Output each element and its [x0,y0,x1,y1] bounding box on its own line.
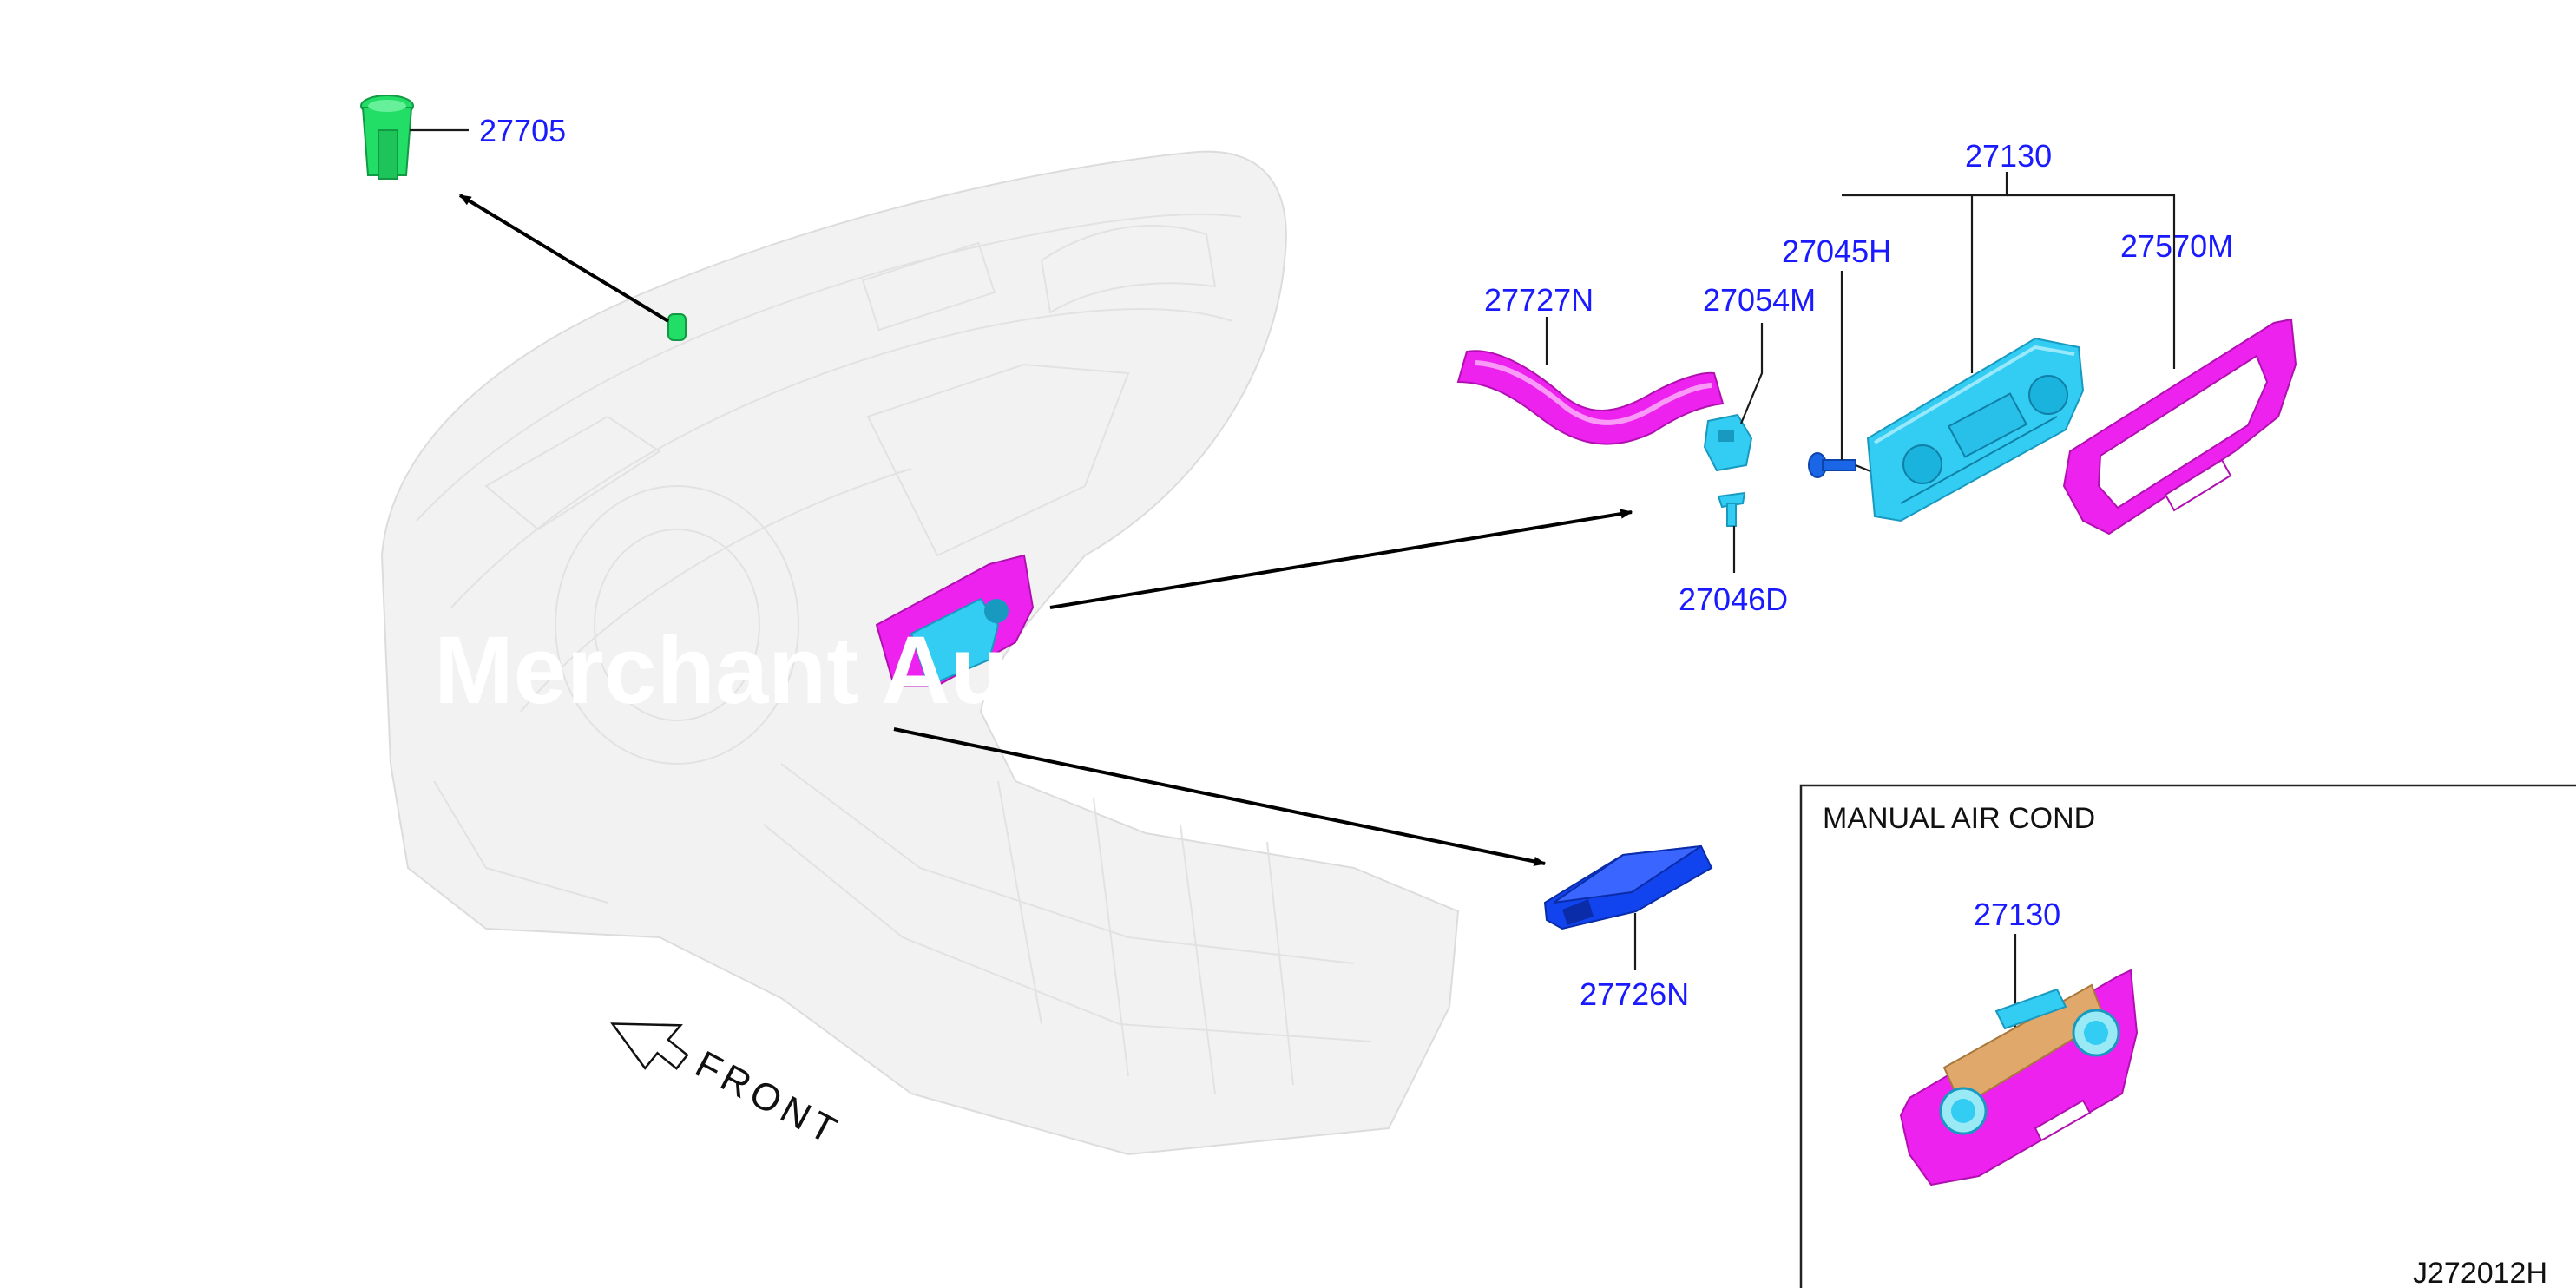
label-27705: 27705 [479,113,566,148]
part-27045H-screw [1808,452,1856,478]
label-27054M: 27054M [1703,282,1816,318]
part-27130-control-unit [1866,337,2085,522]
label-27130: 27130 [1965,138,2052,174]
arrow-to-control-assembly [1049,509,1633,609]
part-27727N-duct [1456,350,1725,445]
label-27046D: 27046D [1679,582,1788,617]
part-27726N-module [1543,844,1713,930]
label-27045H: 27045H [1782,233,1891,269]
part-27046D-screw [1717,491,1746,527]
label-27727N: 27727N [1484,282,1594,318]
inset-manual-air-cond: MANUAL AIR COND 27130 [1799,784,2576,1288]
inset-label-27130: 27130 [1974,897,2060,932]
label-27570M: 27570M [2120,228,2233,264]
inset-title: MANUAL AIR COND [1823,802,2095,835]
front-label: FRONT [688,1043,847,1154]
part-27054M-sensor [1703,413,1753,472]
arrow-to-27726N [893,727,1547,866]
label-27726N: 27726N [1580,976,1689,1012]
arrow-to-27705 [458,194,670,323]
front-direction-indicator [610,1022,689,1070]
part-27570M-finisher [2062,318,2297,536]
watermark: Merchant Au [434,617,1009,724]
inset-control-panel [1899,969,2139,1186]
part-27705-clip [360,95,414,180]
diagram-id: J272012H [2413,1257,2547,1288]
dash-location-highlight [667,313,1035,687]
